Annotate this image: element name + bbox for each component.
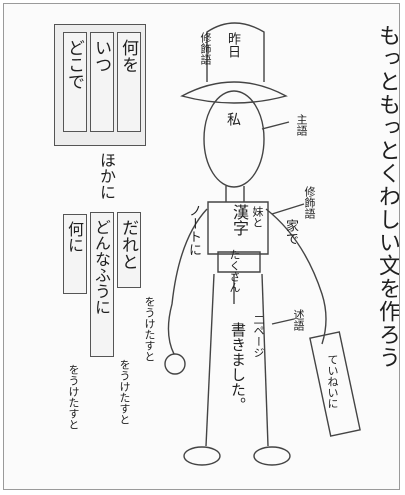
uketasuto-2: をうけたすと xyxy=(118,359,131,425)
held-bag xyxy=(310,332,360,436)
left-foot xyxy=(184,447,220,465)
on-notebook: ノートに xyxy=(186,204,201,256)
neck xyxy=(226,186,244,202)
right-arm xyxy=(266,209,326,344)
uketasuto-1: をうけたすと xyxy=(143,296,156,362)
pointer-shushokugo xyxy=(272,204,304,214)
label-jutsugo: 述語 xyxy=(292,309,305,331)
two-pages: 二ページ xyxy=(252,314,265,358)
question-when: いつ xyxy=(91,39,111,73)
extra-box-to-what: 何に xyxy=(63,214,87,294)
label-shugo: 主語 xyxy=(295,114,308,136)
pointer-shugo xyxy=(262,122,289,129)
page-title: もっともっとくわしい文を作ろう xyxy=(375,24,400,369)
body-word: 漢字 xyxy=(230,204,249,236)
hokani-text: ほかに xyxy=(97,152,116,200)
extra-how: どんなふうに xyxy=(92,219,111,315)
extra-box-how: どんなふうに xyxy=(90,212,114,357)
extra-box-with-whom: だれと xyxy=(117,212,141,288)
extra-with-whom: だれと xyxy=(118,219,138,270)
hat-word: 昨日 xyxy=(225,32,240,58)
label-shushokugo-hat: 修飾語 xyxy=(199,32,212,65)
at-home: 家で xyxy=(283,219,298,245)
right-foot xyxy=(254,447,290,465)
head-word: 私 xyxy=(225,112,241,126)
hat-brim xyxy=(182,82,286,103)
question-box-where: どこで xyxy=(63,32,87,132)
hat-crown xyxy=(207,23,264,82)
question-what: 何を xyxy=(118,39,138,73)
question-box-when: いつ xyxy=(90,32,114,132)
question-box-what: 何を xyxy=(117,32,141,132)
predicate-text: 書きました。 xyxy=(229,322,247,412)
with-sister: 妹と xyxy=(251,206,264,228)
belt xyxy=(218,252,260,272)
worksheet: もっともっとくわしい文を作ろう 何を いつ どこで ほかに だれと どんなふうに… xyxy=(3,3,400,490)
extra-to-what: 何に xyxy=(65,221,84,253)
torso xyxy=(208,202,268,254)
uketasuto-3: をうけたすと xyxy=(67,364,80,430)
head xyxy=(204,91,264,187)
left-arm xyxy=(168,209,207,354)
carefully: ていねいに xyxy=(326,354,339,409)
question-where: どこで xyxy=(64,39,84,90)
left-hand xyxy=(165,354,185,374)
right-leg xyxy=(262,274,268,446)
label-shushokugo-torso: 修飾語 xyxy=(303,186,316,219)
left-leg xyxy=(206,274,214,446)
figure-drawing xyxy=(4,4,400,490)
pointer-jutsugo xyxy=(272,319,294,324)
many-text: たくさん xyxy=(228,249,241,293)
